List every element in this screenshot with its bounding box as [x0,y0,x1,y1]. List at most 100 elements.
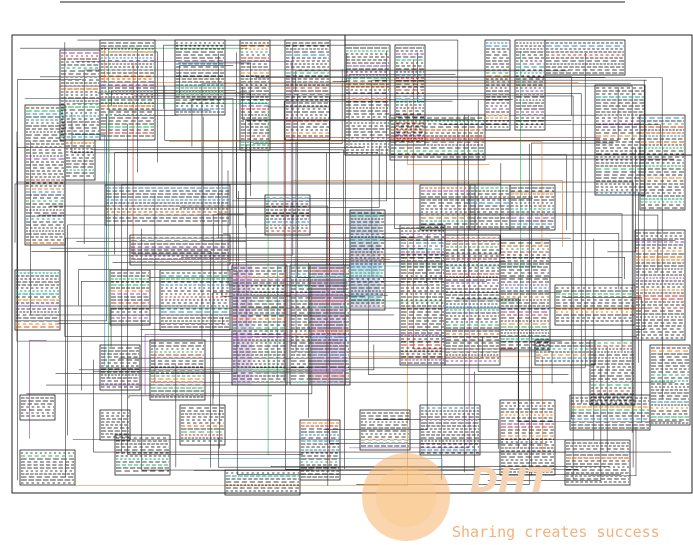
connector-block [99,39,156,141]
connector-block [594,84,646,196]
connector-block [129,234,231,266]
connector-outline [349,209,386,311]
connector-outline [469,184,511,231]
connector-outline [389,114,486,161]
connector-block [309,264,351,386]
wire [180,145,380,208]
watermark-sun-logo [362,453,450,541]
wire [441,158,675,480]
schematic-linework [11,1,693,494]
connector-outline [589,339,636,406]
connector-block [554,284,636,326]
connector-outline [359,409,411,451]
wire [65,237,571,478]
wire [202,116,676,241]
connector-block [639,114,686,211]
connector-outline [239,39,271,151]
connector-outline [299,419,341,481]
connector-block [24,104,66,246]
connector-block [109,269,151,326]
drawing-border [11,34,693,494]
connector-outline [509,184,556,231]
connector-outline [499,239,551,351]
wire [73,103,269,456]
connector-block [224,469,301,496]
wire [49,205,329,486]
connector-outline [594,84,646,196]
wire [121,184,252,455]
wire [268,106,330,239]
connector-outline [564,439,631,486]
wire [163,44,357,109]
connector-block [499,399,556,476]
connector-block [114,434,171,476]
connector-outline [444,234,501,366]
wire [140,80,645,330]
wire [531,142,614,476]
wire [97,92,251,172]
wire [367,277,569,375]
wire [26,287,313,395]
wire [31,251,212,468]
connector-outline [129,234,231,266]
wire [114,152,378,255]
wire [349,246,470,449]
wire [221,149,365,297]
connector-outline [231,264,288,386]
connector-block [399,224,446,366]
wire [286,87,619,141]
wire [356,144,530,485]
connector-outline [224,469,301,496]
wire [255,74,606,78]
wire [78,269,235,306]
connector-block [419,404,481,456]
wire [60,85,633,433]
connector-outline [544,39,626,76]
connector-block [299,419,341,481]
watermark-logo: DHT [362,453,553,541]
connector-outline [149,339,206,401]
connector-block [344,44,391,156]
wire [178,62,252,197]
wire [50,247,427,284]
wire [455,298,520,448]
connector-outline [174,39,226,116]
connector-block [569,394,651,431]
connector-block [149,339,206,401]
connector-block [264,194,311,236]
connector-outline [159,269,231,331]
wire [440,124,661,146]
connector-block [469,184,511,231]
connector-outline [484,39,511,131]
wire [348,74,456,146]
connector-block [19,394,56,421]
wire [108,109,211,174]
connector-block [499,239,551,351]
connector-outline [499,399,556,476]
wire [110,307,651,347]
connector-outline [114,434,171,476]
wire [517,296,682,423]
wire [93,359,672,453]
wire [133,163,502,255]
wire [15,114,107,322]
wire [24,98,234,268]
watermark-slogan: Sharing creates success [452,523,660,541]
wire [291,180,563,248]
wire [38,214,659,272]
wire [108,47,249,379]
connector-outline [569,394,651,431]
wire [270,465,610,467]
connector-outline [19,394,56,421]
connector-block [509,184,556,231]
wire [40,76,572,116]
connector-block [179,404,226,446]
connector-outline [534,339,596,366]
connector-block [99,409,131,441]
connector-block [359,409,411,451]
connector-block [634,229,686,341]
highlight-panel [350,210,380,310]
connector-outline [179,404,226,446]
connector-outline [514,39,546,131]
wire [477,100,533,372]
